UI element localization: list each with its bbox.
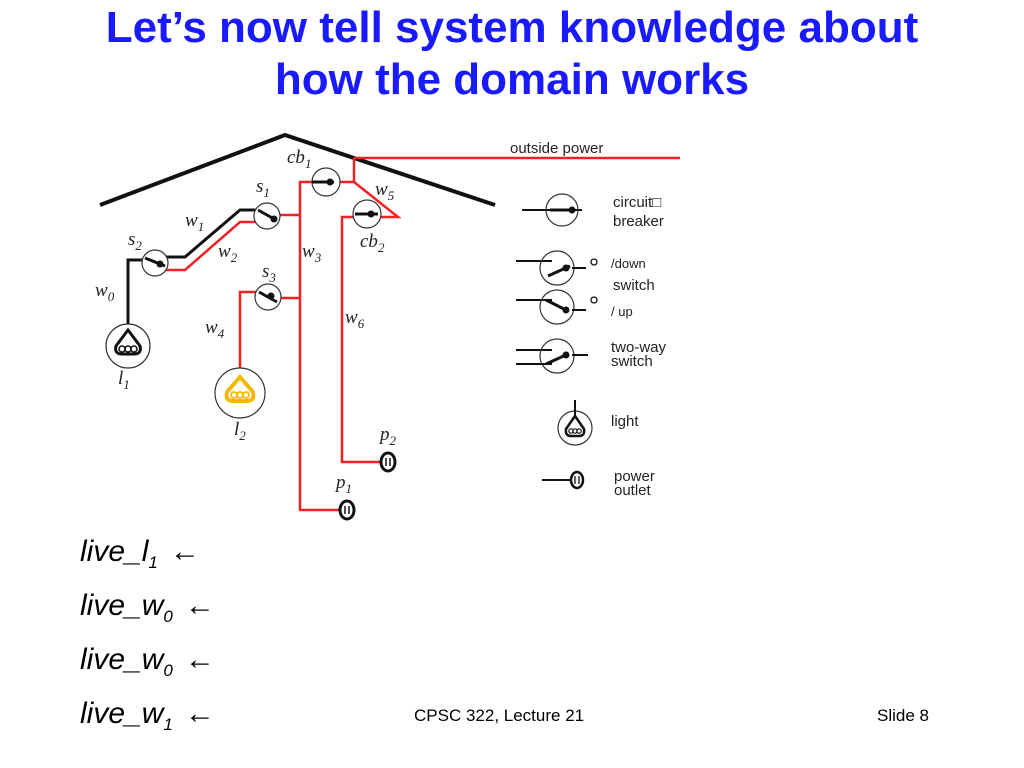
label-s2: s2: [128, 229, 142, 253]
legend-switch-down-icon: [516, 250, 598, 286]
rules-list: live_l1← live_w0← live_w0← live_w1←: [80, 530, 215, 746]
label-l1: l1: [118, 368, 130, 392]
legend-switch-label: switch: [613, 277, 655, 294]
legend-two-way-label-2: switch: [611, 353, 653, 370]
title-line-2: how the domain works: [274, 55, 750, 104]
legend-power-outlet-label-2: outlet: [614, 482, 652, 499]
label-w3: w3: [302, 241, 322, 265]
label-s1: s1: [256, 176, 270, 200]
legend-power-outlet-icon: [542, 470, 585, 490]
legend-switch-down-label: /down: [611, 256, 646, 271]
label-cb2: cb2: [360, 231, 385, 255]
light-l2: [214, 367, 266, 419]
rule-item: live_w1←: [80, 697, 215, 734]
legend-two-way-label-1: two-way: [611, 339, 667, 356]
label-w5: w5: [375, 179, 395, 203]
circuit-breaker-cb2: [352, 199, 382, 229]
legend-circuit-breaker-icon: [522, 193, 582, 227]
switch-s1: [253, 202, 281, 230]
legend-power-outlet-label-1: power: [614, 468, 655, 485]
switch-s3: [254, 283, 282, 311]
legend-switch-up-label: / up: [611, 304, 633, 319]
footer-slide-number: Slide 8: [877, 706, 929, 725]
slide-title: Let’s now tell system knowledge about ho…: [0, 2, 1024, 106]
wire-w2: [158, 220, 262, 272]
label-w6: w6: [345, 307, 365, 331]
rule-item: live_w0←: [80, 589, 215, 626]
rule-item: live_w0←: [80, 643, 215, 680]
legend-circuit-breaker-label-2: breaker: [613, 213, 664, 230]
outside-power-label: outside power: [510, 140, 603, 157]
label-s3: s3: [262, 261, 276, 285]
wire-w4: [238, 290, 262, 375]
legend-light-label: light: [611, 413, 639, 430]
wire-w1: [150, 208, 262, 259]
label-cb1: cb1: [287, 147, 311, 171]
house-roof: [99, 132, 496, 207]
legend: circuit□ breaker /down switch / up: [516, 193, 667, 499]
label-p2: p2: [378, 424, 397, 448]
wire-w6: [340, 215, 382, 464]
circuit-breaker-cb1: [311, 167, 341, 197]
label-w0: w0: [95, 280, 115, 304]
legend-two-way-switch-icon: [516, 338, 588, 374]
power-outlet-p1: [338, 499, 356, 521]
label-l2: l2: [234, 419, 246, 443]
legend-light-icon: [557, 400, 593, 446]
footer-course: CPSC 322, Lecture 21: [414, 706, 585, 725]
wire-w3-top: [298, 158, 356, 512]
switch-s2: [141, 249, 169, 277]
rule-item: live_l1←: [80, 535, 200, 572]
light-l1: [105, 323, 151, 369]
legend-circuit-breaker-label-1: circuit□: [613, 194, 661, 211]
power-outlet-p2: [379, 451, 397, 473]
title-line-1: Let’s now tell system knowledge about: [105, 3, 919, 52]
label-p1: p1: [334, 472, 352, 496]
label-w2: w2: [218, 241, 238, 265]
label-w1: w1: [185, 210, 204, 234]
legend-switch-up-icon: [516, 289, 598, 325]
label-w4: w4: [205, 317, 225, 341]
